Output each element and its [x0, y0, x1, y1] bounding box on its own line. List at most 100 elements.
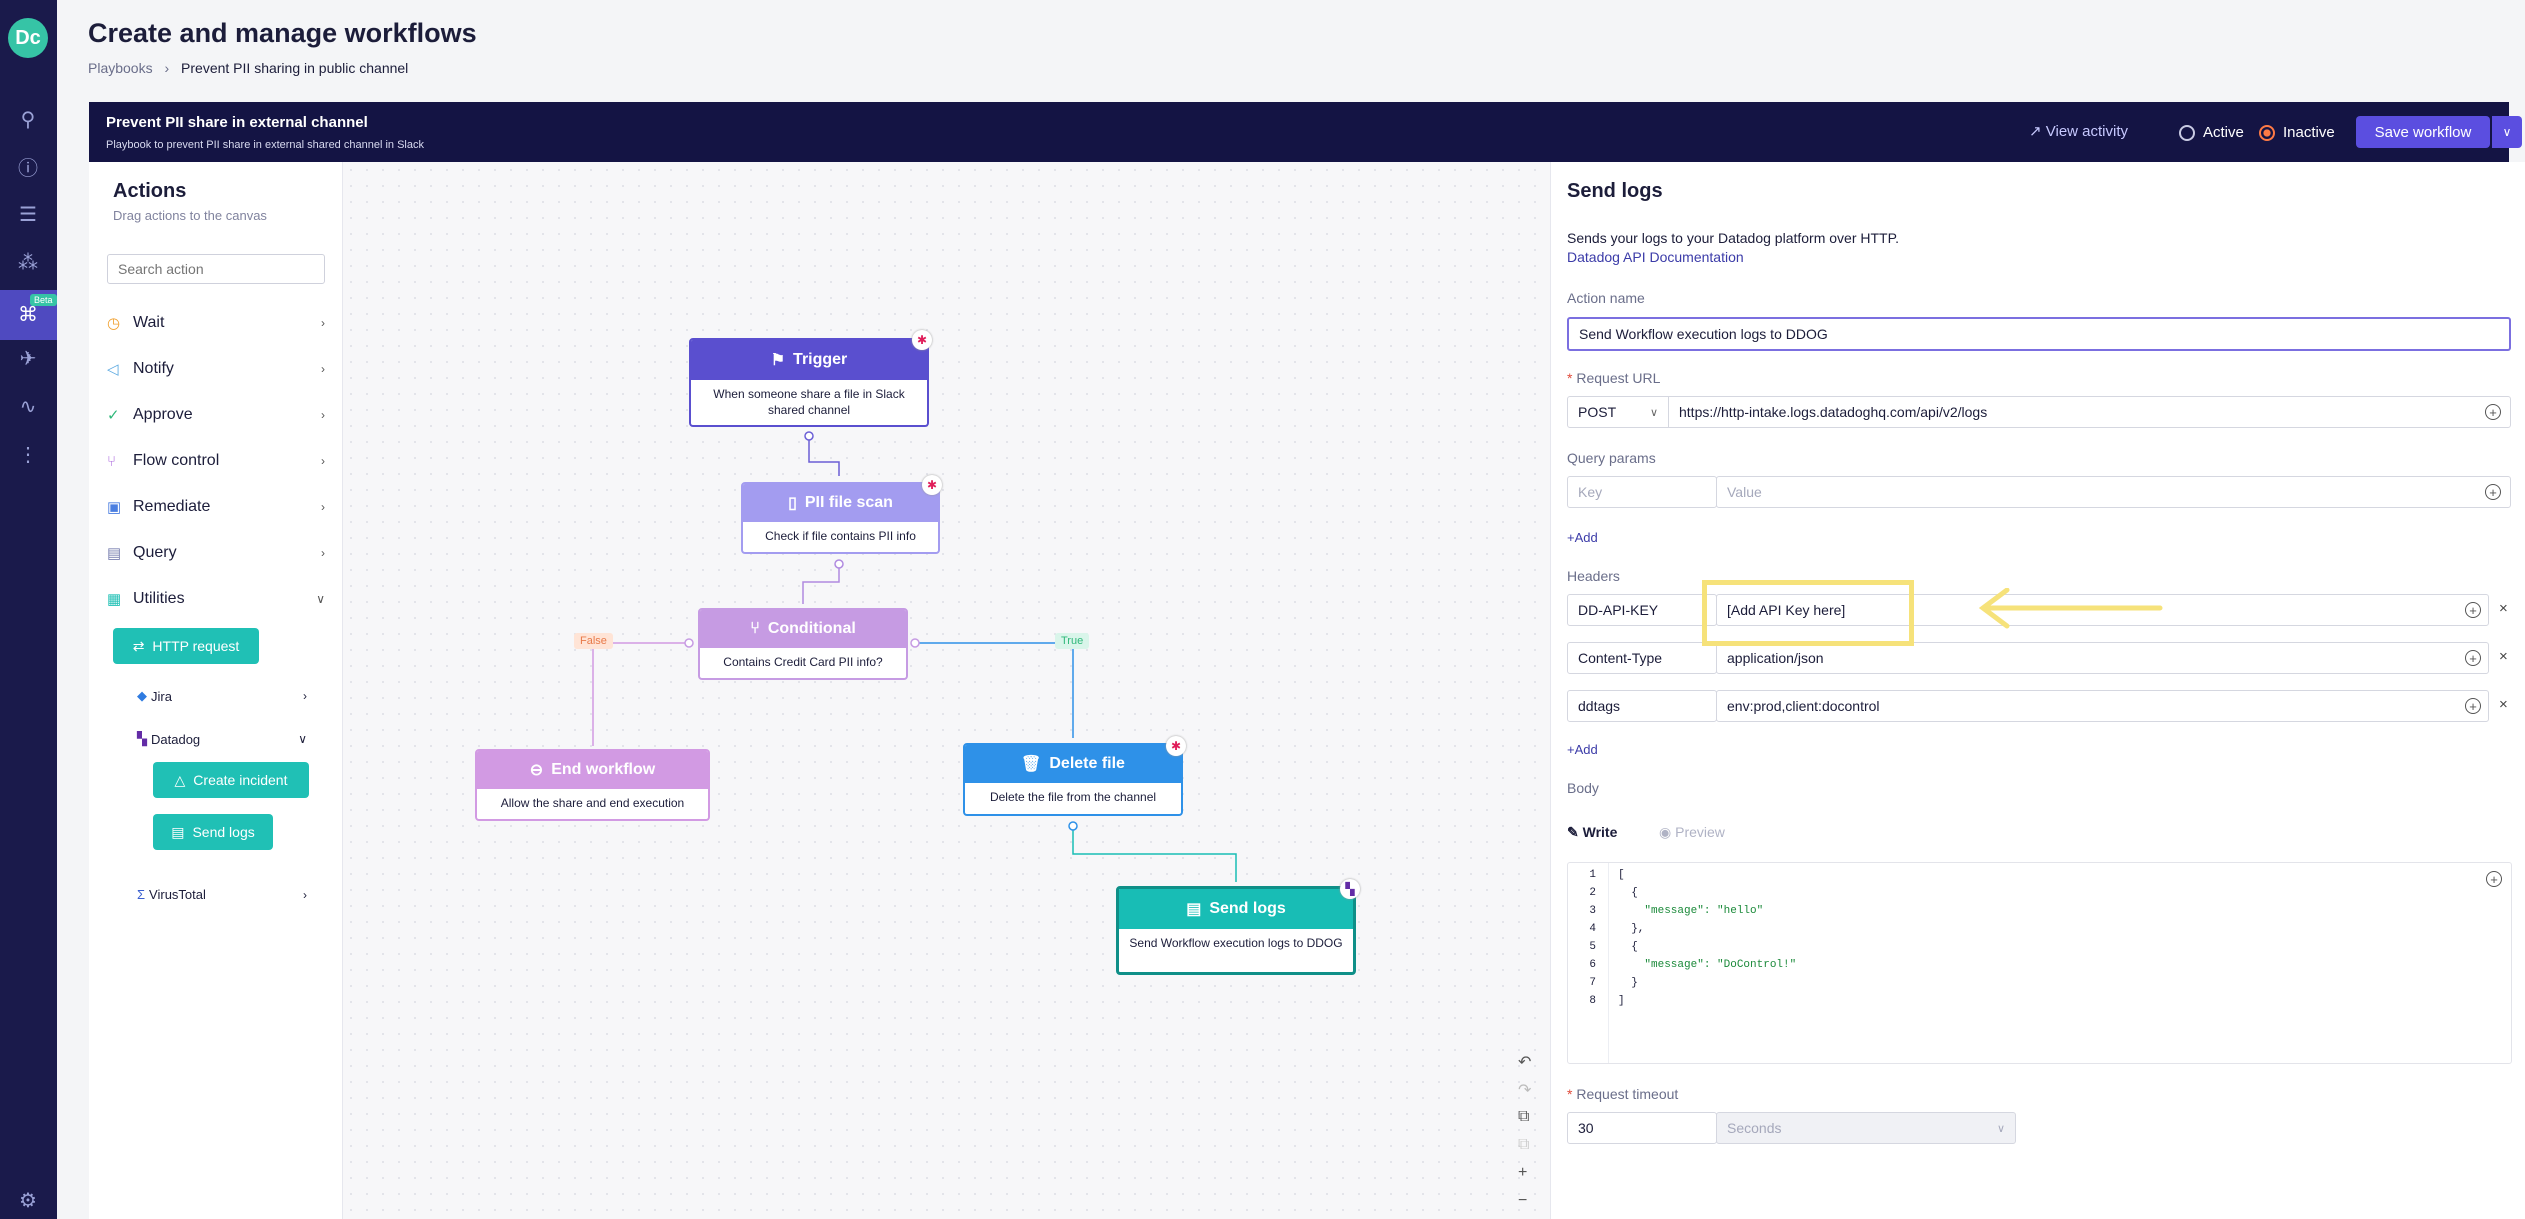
list-icon[interactable]: ☰: [19, 203, 37, 226]
action-config-panel: Send logs Sends your logs to your Datado…: [1550, 162, 2525, 1219]
action-approve[interactable]: ✓Approve›: [107, 402, 325, 428]
panel-title: Send logs: [1567, 180, 1663, 202]
action-datadog[interactable]: ▚Datadog∨: [137, 731, 307, 747]
add-variable-icon[interactable]: +: [2465, 698, 2481, 714]
paste-icon[interactable]: ⧉: [1518, 1136, 1530, 1153]
add-query-param-button[interactable]: +Add: [1567, 530, 1598, 545]
action-notify[interactable]: ◁Notify›: [107, 356, 325, 382]
header-key-input[interactable]: DD-API-KEY: [1567, 594, 1717, 626]
action-label: Flow control: [133, 452, 220, 469]
action-wait[interactable]: ◷Wait›: [107, 310, 325, 336]
method-select[interactable]: POST∨: [1567, 396, 1669, 428]
add-variable-icon[interactable]: +: [2465, 650, 2481, 666]
zoom-in-icon[interactable]: +: [1518, 1164, 1528, 1181]
action-query[interactable]: ▤Query›: [107, 540, 325, 566]
search-action-input[interactable]: [107, 254, 325, 284]
breadcrumb: Playbooks › Prevent PII sharing in publi…: [88, 60, 408, 76]
edge-pii-cond: [802, 564, 840, 604]
graph-icon[interactable]: ⁂: [18, 251, 38, 274]
header-value-input[interactable]: env:prod,client:docontrol: [1716, 690, 2489, 722]
settings-icon[interactable]: ⚙: [19, 1189, 37, 1212]
edge-trigger-pii: [808, 436, 840, 476]
node-send-logs[interactable]: ▤Send logs Send Workflow execution logs …: [1116, 886, 1356, 975]
view-activity-link[interactable]: ↗ View activity: [2029, 122, 2128, 140]
write-tab[interactable]: ✎ Write: [1567, 824, 1617, 841]
zoom-out-icon[interactable]: −: [1518, 1192, 1528, 1209]
add-variable-icon[interactable]: +: [2486, 871, 2502, 887]
query-key-input[interactable]: Key: [1567, 476, 1717, 508]
virustotal-label: VirusTotal: [149, 887, 206, 902]
false-branch-label: False: [574, 633, 613, 649]
search-icon[interactable]: ⚲: [20, 108, 36, 131]
branch-icon: ⑂: [750, 620, 760, 637]
more-icon[interactable]: ⋮: [18, 443, 38, 466]
node-title: Trigger: [793, 351, 848, 368]
node-header: ▯PII file scan: [743, 484, 938, 522]
action-name-label: Action name: [1567, 290, 1645, 306]
body-code-editor[interactable]: 1 2 3 4 5 6 7 8 [ { "message": "hello" }…: [1567, 862, 2512, 1064]
line-number: 1: [1589, 869, 1596, 881]
docontrol-logo[interactable]: Dc: [8, 18, 48, 58]
node-header: ⑂Conditional: [700, 610, 906, 648]
action-jira[interactable]: ◆Jira›: [137, 688, 307, 704]
chevron-down-icon[interactable]: ∨: [2492, 116, 2522, 148]
create-incident-button[interactable]: △ Create incident: [153, 762, 309, 798]
node-end-workflow[interactable]: ⊖End workflow Allow the share and end ex…: [475, 749, 710, 821]
active-label: Active: [2203, 124, 2244, 141]
workflow-canvas[interactable]: ⚑Trigger When someone share a file in Sl…: [343, 162, 1550, 1219]
node-conditional[interactable]: ⑂Conditional Contains Credit Card PII in…: [698, 608, 908, 680]
add-variable-icon[interactable]: +: [2485, 404, 2501, 420]
node-header: 🗑Delete file: [965, 745, 1181, 783]
add-variable-icon[interactable]: +: [2485, 484, 2501, 500]
action-remediate[interactable]: ▣Remediate›: [107, 494, 325, 520]
undo-icon[interactable]: ↶: [1518, 1054, 1532, 1071]
remove-header-icon[interactable]: ×: [2499, 696, 2508, 713]
datadog-label: Datadog: [151, 731, 201, 747]
header-key-input[interactable]: Content-Type: [1567, 642, 1717, 674]
add-variable-icon[interactable]: +: [2465, 602, 2481, 618]
active-radio[interactable]: Active: [2179, 124, 2244, 141]
workflow-icon[interactable]: ⌘: [18, 303, 38, 326]
header-value-input[interactable]: application/json: [1716, 642, 2489, 674]
line-number: 5: [1589, 941, 1596, 953]
send-logs-button[interactable]: ▤Send logs: [153, 814, 273, 850]
jira-icon: ◆: [137, 688, 147, 703]
action-name-input[interactable]: Send Workflow execution logs to DDOG: [1567, 317, 2511, 351]
code-line: "message": "DoControl!": [1618, 959, 1797, 971]
breadcrumb-playbooks[interactable]: Playbooks: [88, 60, 153, 76]
rocket-icon[interactable]: ✈: [19, 347, 37, 370]
preview-tab[interactable]: ◉ Preview: [1659, 824, 1725, 841]
timeout-input[interactable]: 30: [1567, 1112, 1717, 1144]
add-header-button[interactable]: +Add: [1567, 742, 1598, 757]
redo-icon[interactable]: ↷: [1518, 1082, 1532, 1099]
http-request-label: HTTP request: [152, 638, 240, 654]
save-workflow-button[interactable]: Save workflow: [2356, 116, 2490, 148]
node-trigger[interactable]: ⚑Trigger When someone share a file in Sl…: [689, 338, 929, 427]
remove-header-icon[interactable]: ×: [2499, 648, 2508, 665]
pulse-icon[interactable]: ∿: [19, 395, 37, 418]
create-incident-label: Create incident: [193, 772, 288, 788]
remove-header-icon[interactable]: ×: [2499, 600, 2508, 617]
action-flow-control[interactable]: ⑂Flow control›: [107, 448, 325, 474]
line-number: 8: [1589, 995, 1596, 1007]
copy-icon[interactable]: ⧉: [1518, 1108, 1530, 1125]
query-value-input[interactable]: Value: [1716, 476, 2511, 508]
request-url-input[interactable]: https://http-intake.logs.datadoghq.com/a…: [1668, 396, 2511, 428]
header-key-input[interactable]: ddtags: [1567, 690, 1717, 722]
action-utilities[interactable]: ▦Utilities∨: [107, 586, 325, 612]
megaphone-icon: ◁: [107, 361, 119, 378]
inactive-radio[interactable]: Inactive: [2259, 124, 2335, 141]
warning-icon: △: [174, 771, 186, 788]
line-number: 4: [1589, 923, 1596, 935]
http-request-button[interactable]: ⇄HTTP request: [113, 628, 259, 664]
edit-icon: ✎: [1567, 824, 1583, 840]
node-title: Send logs: [1209, 900, 1286, 917]
code-line: {: [1618, 887, 1638, 899]
api-doc-link[interactable]: Datadog API Documentation: [1567, 249, 1744, 265]
timeout-unit-select[interactable]: Seconds∨: [1716, 1112, 2016, 1144]
node-delete-file[interactable]: 🗑Delete file Delete the file from the ch…: [963, 743, 1183, 816]
info-icon[interactable]: ⓘ: [18, 157, 38, 180]
node-pii-scan[interactable]: ▯PII file scan Check if file contains PI…: [741, 482, 940, 554]
node-header: ⚑Trigger: [691, 340, 927, 380]
